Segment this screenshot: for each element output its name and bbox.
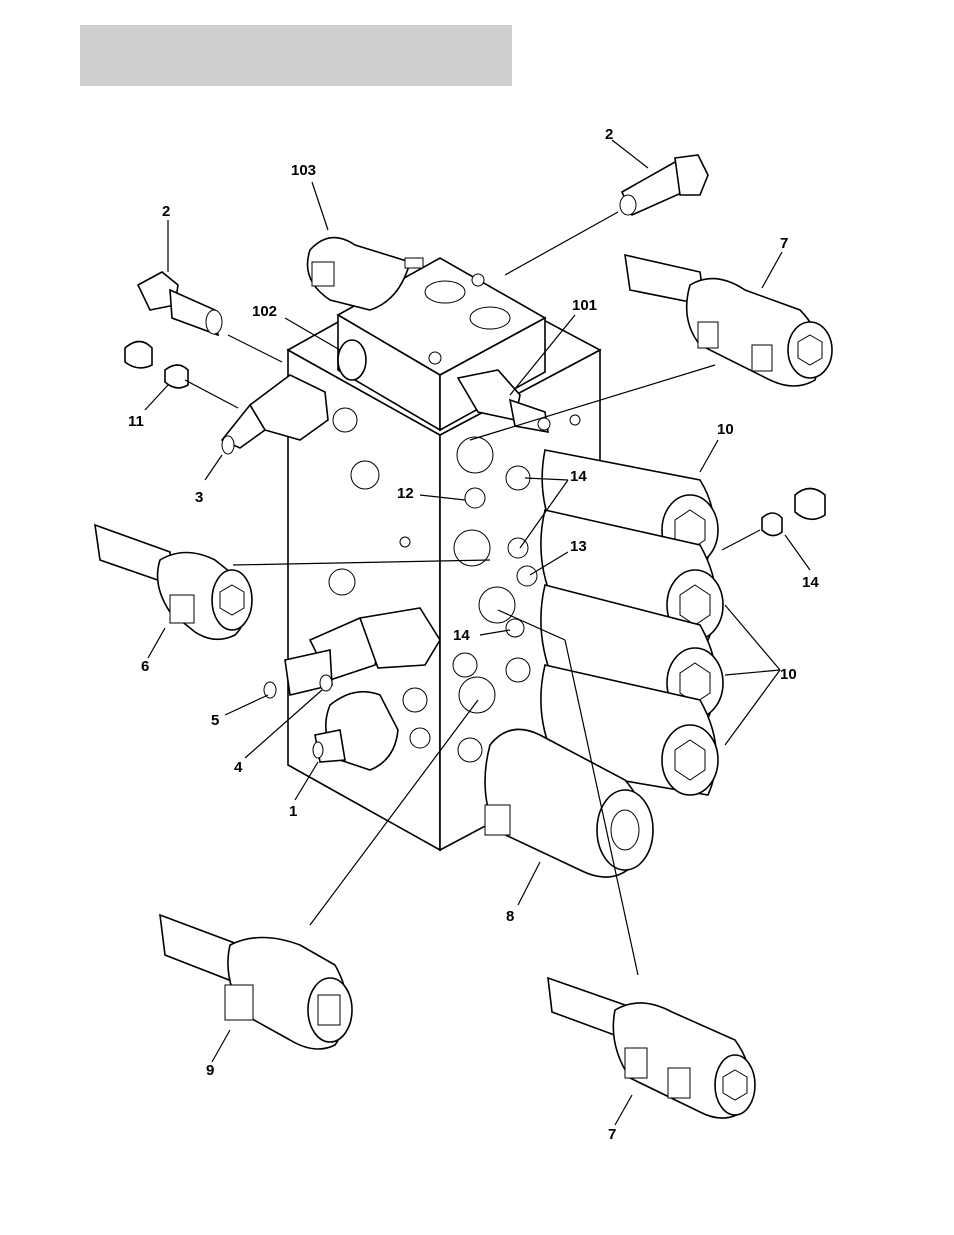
callout-6: 6 [141, 658, 149, 675]
plug-102 [338, 340, 366, 380]
callout-9: 9 [206, 1062, 214, 1079]
callout-3: 3 [195, 489, 203, 506]
callout-1: 1 [289, 803, 297, 820]
callout-14-a: 14 [570, 468, 587, 485]
callout-5: 5 [211, 712, 219, 729]
callout-7-top: 7 [780, 235, 788, 252]
callout-103: 103 [291, 162, 316, 179]
callout-14-b: 14 [453, 627, 470, 644]
callout-102: 102 [252, 303, 277, 320]
callout-14-right: 14 [802, 574, 819, 591]
callout-7-bottom: 7 [608, 1126, 616, 1143]
solenoid-7-top [625, 255, 832, 386]
callout-101: 101 [572, 297, 597, 314]
cartridge-2-top [620, 155, 708, 215]
plugs-11 [125, 342, 188, 388]
callout-2-left: 2 [162, 203, 170, 220]
cartridge-2-left [138, 272, 222, 335]
callout-8: 8 [506, 908, 514, 925]
plugs-14-right [762, 489, 825, 536]
callout-11: 11 [128, 413, 144, 430]
callout-13: 13 [570, 538, 587, 555]
callout-12: 12 [397, 485, 414, 502]
solenoid-7-bottom [548, 978, 755, 1118]
solenoid-6 [95, 525, 252, 639]
solenoid-coils-10 [541, 450, 723, 795]
callout-4: 4 [234, 759, 243, 776]
callout-10-top: 10 [717, 421, 734, 438]
callout-2-top: 2 [605, 126, 613, 143]
solenoid-9 [160, 915, 352, 1049]
callout-10-right: 10 [780, 666, 797, 683]
